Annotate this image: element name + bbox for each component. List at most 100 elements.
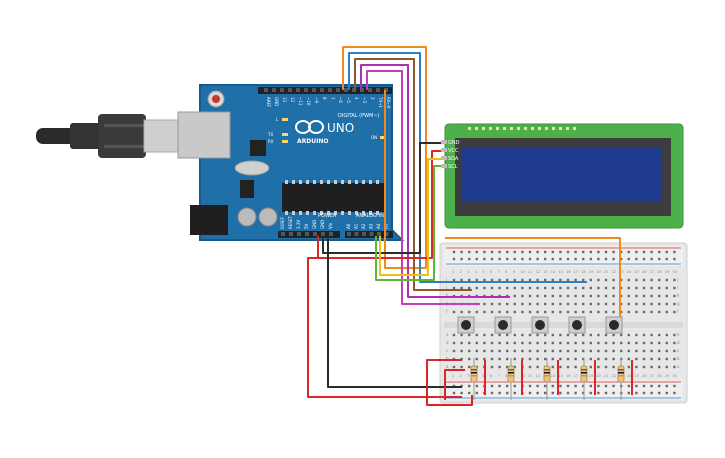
lcd-pin[interactable] [441, 148, 447, 152]
chip-pin [341, 180, 344, 184]
lcd-pin[interactable] [441, 140, 447, 144]
rail-hole [650, 391, 653, 395]
power-pin-socket[interactable] [321, 232, 325, 236]
terminal-hole [528, 278, 532, 282]
column-number: 25 [634, 374, 638, 378]
digital-pin-socket[interactable] [288, 88, 292, 92]
terminal-hole [673, 286, 676, 290]
terminal-hole [536, 286, 539, 290]
analog-pin-socket[interactable] [369, 232, 374, 236]
terminal-hole [528, 341, 532, 345]
terminal-hole [498, 341, 501, 345]
row-letter: b [677, 356, 680, 361]
rail-hole [506, 384, 509, 388]
chip-pin [369, 180, 372, 184]
pushbutton[interactable] [531, 316, 549, 334]
terminal-hole [673, 310, 676, 314]
terminal-hole [589, 333, 592, 337]
terminal-hole [620, 341, 623, 345]
digital-pin-label: 4 [354, 97, 359, 100]
terminal-hole [642, 302, 646, 306]
rail-hole [589, 391, 592, 395]
chip-pin [320, 211, 323, 215]
power-pin-socket[interactable] [329, 232, 333, 236]
rail-hole [635, 250, 638, 254]
pushbutton[interactable] [494, 316, 512, 334]
column-number: 8 [505, 270, 507, 274]
pushbutton[interactable] [568, 316, 586, 334]
column-number: 4 [475, 270, 478, 274]
terminal-hole [544, 286, 547, 290]
terminal-hole [513, 333, 516, 337]
digital-pin-socket[interactable] [280, 88, 284, 92]
pushbutton-cap[interactable] [535, 320, 545, 330]
analog-pin-socket[interactable] [354, 232, 359, 236]
terminal-hole [506, 302, 509, 306]
terminal-hole [528, 286, 532, 290]
pushbutton[interactable] [605, 316, 623, 334]
terminal-hole [620, 349, 623, 353]
power-pin-socket[interactable] [289, 232, 293, 236]
digital-pin-socket[interactable] [328, 88, 332, 92]
terminal-hole [483, 341, 486, 345]
rail-hole [650, 250, 653, 254]
power-pin-socket[interactable] [297, 232, 301, 236]
terminal-hole [521, 341, 524, 345]
power-pin-socket[interactable] [313, 232, 317, 236]
rail-hole [551, 391, 554, 395]
digital-pin-socket[interactable] [304, 88, 308, 92]
terminal-hole [468, 349, 471, 353]
digital-pin-socket[interactable] [376, 88, 380, 92]
power-pin-socket[interactable] [305, 232, 309, 236]
terminal-hole [513, 365, 516, 369]
digital-pin-socket[interactable] [272, 88, 276, 92]
digital-pin-socket[interactable] [264, 88, 268, 92]
pushbutton-cap[interactable] [572, 320, 582, 330]
digital-pin-socket[interactable] [344, 88, 348, 92]
digital-pin-socket[interactable] [296, 88, 300, 92]
power-pin-label: 5V [304, 223, 309, 229]
terminal-hole [642, 365, 646, 369]
analog-pin-socket[interactable] [347, 232, 351, 236]
digital-pin-socket[interactable] [320, 88, 324, 92]
terminal-hole [650, 310, 653, 314]
terminal-hole [612, 294, 615, 298]
chip-pin [334, 180, 337, 184]
column-number: 17 [574, 374, 578, 378]
digital-pin-socket[interactable] [336, 88, 340, 92]
pushbutton-cap[interactable] [498, 320, 508, 330]
terminal-hole [544, 294, 547, 298]
analog-pin-socket[interactable] [362, 232, 366, 236]
lcd-header-pin [545, 127, 548, 130]
terminal-hole [513, 349, 516, 353]
analog-pin-socket[interactable] [377, 232, 381, 236]
pushbutton[interactable] [457, 316, 475, 334]
terminal-hole [521, 278, 524, 282]
digital-pin-socket[interactable] [368, 88, 372, 92]
rail-hole [544, 250, 547, 254]
lcd-pin[interactable] [441, 156, 447, 160]
pushbutton-cap[interactable] [609, 320, 619, 330]
terminal-hole [551, 341, 554, 345]
digital-pin-socket[interactable] [312, 88, 316, 92]
terminal-hole [559, 286, 562, 290]
rail-hole [468, 384, 471, 388]
terminal-hole [460, 349, 463, 353]
analog-pin-socket[interactable] [384, 232, 389, 236]
terminal-hole [528, 333, 532, 337]
power-pin-socket[interactable] [281, 232, 285, 236]
rail-hole [574, 384, 577, 388]
rail-hole [627, 384, 630, 388]
rail-hole [498, 384, 501, 388]
rail-hole [559, 250, 562, 254]
column-number: 9 [513, 270, 515, 274]
lcd-pin[interactable] [441, 164, 447, 168]
power-pin-label: Vin [328, 222, 333, 229]
pushbutton-cap[interactable] [461, 320, 471, 330]
terminal-hole [536, 294, 539, 298]
rail-hole [673, 384, 676, 388]
terminal-hole [612, 278, 615, 282]
column-number: 18 [581, 270, 585, 274]
led-l-label: L [276, 117, 279, 122]
terminal-hole [582, 333, 585, 337]
